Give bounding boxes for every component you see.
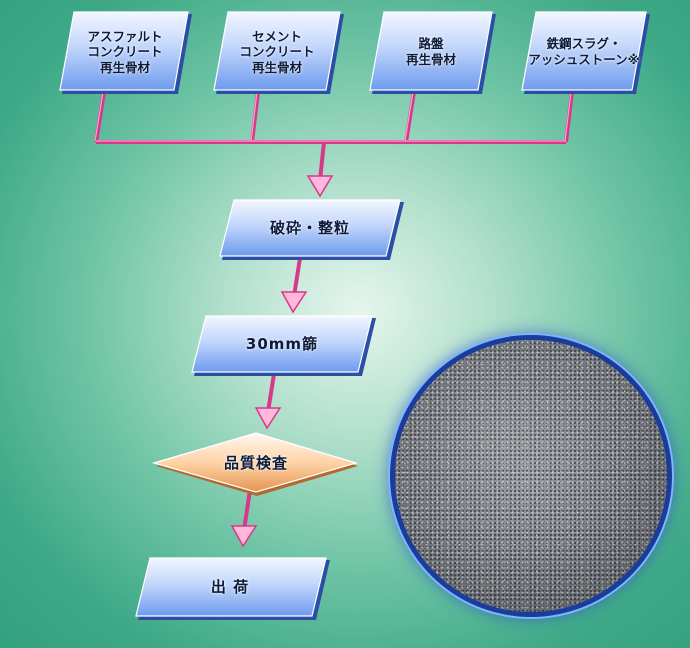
- source-box-shape-cement: [213, 11, 344, 94]
- step-inspection: 品質検査: [223, 453, 288, 472]
- source-box-asphalt: アスファルト コンクリート 再生骨材: [66, 14, 184, 90]
- step-box-shape-crushing: [219, 199, 404, 260]
- source-box-slag: 鉄鋼スラグ・ アッシュストーン※: [526, 14, 642, 90]
- source-connectors-highlight: [94, 91, 572, 142]
- step-sieve: 30mm篩: [245, 334, 319, 353]
- source-label-line: セメント: [252, 28, 302, 44]
- gravel-shading: [395, 340, 667, 612]
- source-box-shapes: [59, 11, 650, 94]
- source-box-cement: セメント コンクリート 再生骨材: [220, 14, 334, 90]
- connector-line: [404, 91, 416, 143]
- source-box-shape-asphalt: [59, 11, 192, 94]
- connector-line: [94, 91, 106, 143]
- source-label-line: コンクリート: [87, 44, 163, 60]
- flow-arrows: [230, 141, 334, 548]
- source-label-line: アッシュストーン※: [528, 52, 640, 67]
- source-label-line: コンクリート: [239, 44, 315, 60]
- source-label-line: 路盤: [418, 36, 444, 52]
- connector-line: [250, 91, 260, 143]
- arrow-to-inspection: [254, 373, 282, 430]
- arrow-to-shipping: [230, 489, 258, 548]
- source-label-line: アスファルト: [87, 28, 163, 44]
- source-label-line: 再生骨材: [405, 52, 456, 67]
- source-box-roadbed: 路盤 再生骨材: [376, 14, 486, 90]
- arrow-to-crushing: [306, 141, 334, 198]
- step-crushing: 破砕・整粒: [269, 218, 350, 237]
- step-shipping: 出 荷: [210, 577, 250, 596]
- source-box-shape-roadbed: [369, 11, 496, 94]
- step-box-shape-inspection: [151, 432, 359, 496]
- step-box-shapes: [135, 199, 404, 620]
- gravel-texture: [395, 340, 667, 612]
- source-connectors: [94, 91, 574, 144]
- step-box-shape-shipping: [135, 557, 330, 620]
- source-label-line: 鉄鋼スラグ・: [546, 36, 622, 52]
- arrow-to-sieve: [280, 257, 308, 314]
- connector-line: [564, 91, 574, 143]
- gravel-aggregate-photo: [395, 340, 667, 612]
- step-box-shape-sieve: [191, 315, 376, 376]
- source-box-shape-slag: [521, 11, 650, 94]
- source-label-line: 再生骨材: [99, 59, 150, 75]
- source-label-line: 再生骨材: [251, 59, 302, 75]
